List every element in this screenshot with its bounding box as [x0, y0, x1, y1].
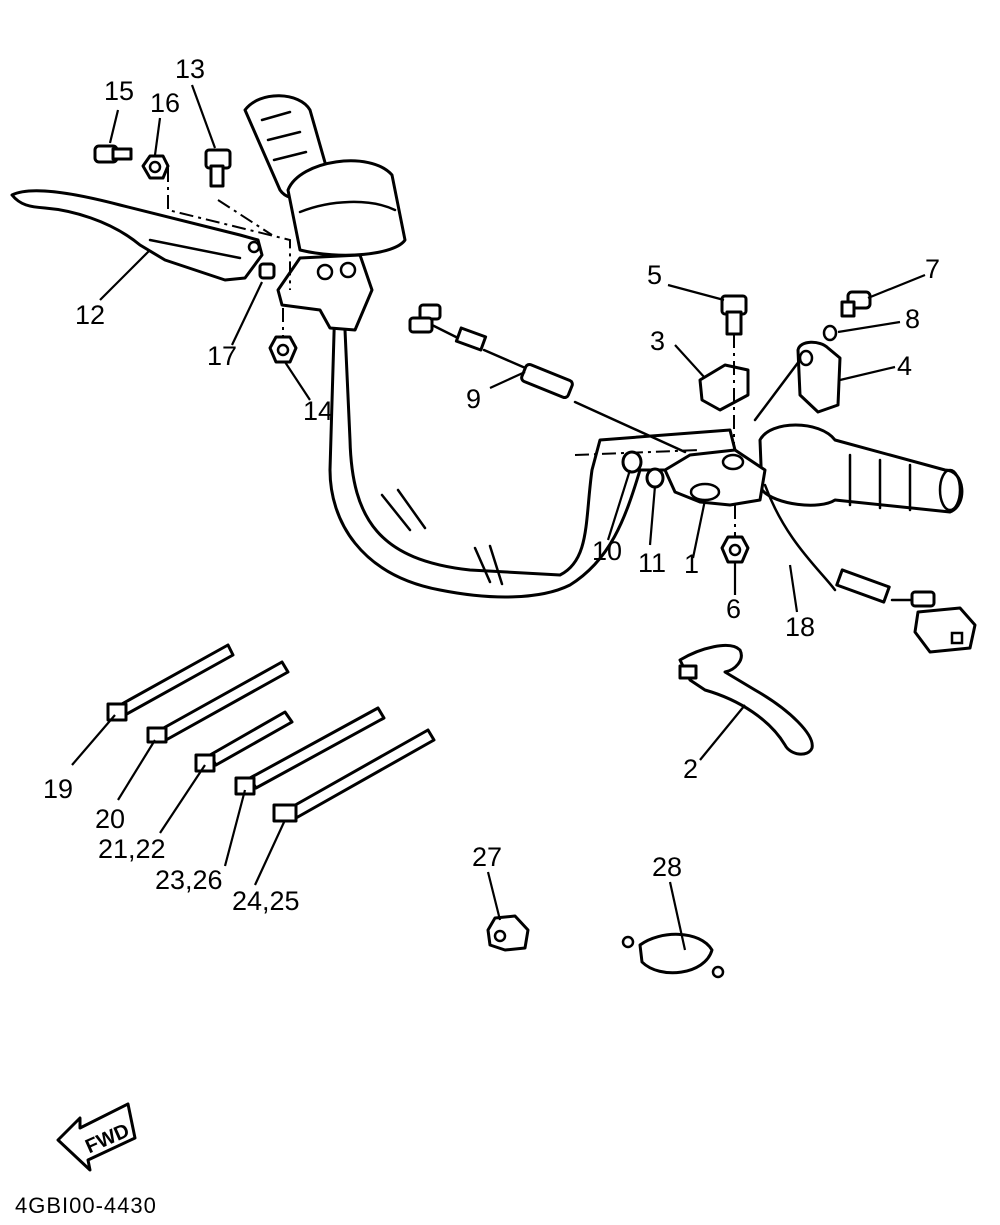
callout-4: 4 — [897, 351, 912, 381]
clutch-lever — [10, 189, 264, 282]
callout-7: 7 — [925, 254, 940, 284]
callout-14: 14 — [303, 396, 333, 426]
switch-lead-18 — [763, 483, 977, 654]
callout-16: 16 — [150, 88, 180, 118]
callout-18: 18 — [785, 612, 815, 642]
adjuster-10 — [621, 450, 643, 474]
cable-tie-24-25 — [272, 728, 436, 823]
callout-17: 17 — [207, 341, 237, 371]
locknut-11 — [645, 467, 665, 489]
cable-tie-21-22 — [194, 710, 294, 773]
left-switch-housing — [286, 159, 407, 257]
bolt-7 — [840, 290, 872, 318]
callout-13: 13 — [175, 54, 205, 84]
diagram-code: 4GBI00-4430 — [15, 1193, 157, 1218]
clamp-bracket-3 — [698, 363, 750, 412]
callout-8: 8 — [905, 304, 920, 334]
fwd-arrow-icon: FWD — [56, 1102, 137, 1172]
callout-20: 20 — [95, 804, 125, 834]
leader-lines — [71, 84, 926, 951]
cable-tie-20 — [146, 660, 290, 744]
callout-28: 28 — [652, 852, 682, 882]
throttle-cable-9 — [408, 303, 687, 454]
brake-lever-holder-1 — [663, 448, 767, 507]
callout-24-25: 24,25 — [232, 886, 300, 916]
callout-27: 27 — [472, 842, 502, 872]
callout-12: 12 — [75, 300, 105, 330]
callout-5: 5 — [647, 260, 662, 290]
callout-6: 6 — [726, 594, 741, 624]
clip-27 — [486, 914, 530, 952]
callout-labels: 1 2 3 4 5 6 7 8 9 10 11 12 13 14 15 16 1… — [43, 54, 940, 916]
nut-16 — [141, 154, 170, 180]
bolt-5 — [720, 294, 748, 336]
nut-14 — [268, 335, 298, 364]
band-28 — [621, 932, 725, 979]
brake-lever-2 — [678, 643, 814, 756]
callout-19: 19 — [43, 774, 73, 804]
bolt-13 — [204, 148, 232, 188]
callout-15: 15 — [104, 76, 134, 106]
callout-11: 11 — [638, 548, 666, 578]
callout-9: 9 — [466, 384, 481, 414]
nut-6 — [720, 535, 750, 564]
cable-tie-19 — [106, 643, 235, 722]
clutch-lever-holder — [276, 253, 374, 332]
cable-tie-23-26 — [234, 706, 386, 796]
spring-17 — [258, 262, 276, 280]
clamp-4 — [796, 340, 842, 414]
bolt-15 — [93, 144, 133, 164]
callout-23-26: 23,26 — [155, 865, 223, 895]
handlebar — [328, 298, 742, 599]
callout-3: 3 — [650, 326, 665, 356]
callout-10: 10 — [592, 536, 622, 566]
callout-2: 2 — [683, 754, 698, 784]
callout-21-22: 21,22 — [98, 834, 166, 864]
callout-1: 1 — [684, 549, 699, 579]
right-grip — [758, 423, 964, 514]
washer-8 — [822, 324, 838, 342]
